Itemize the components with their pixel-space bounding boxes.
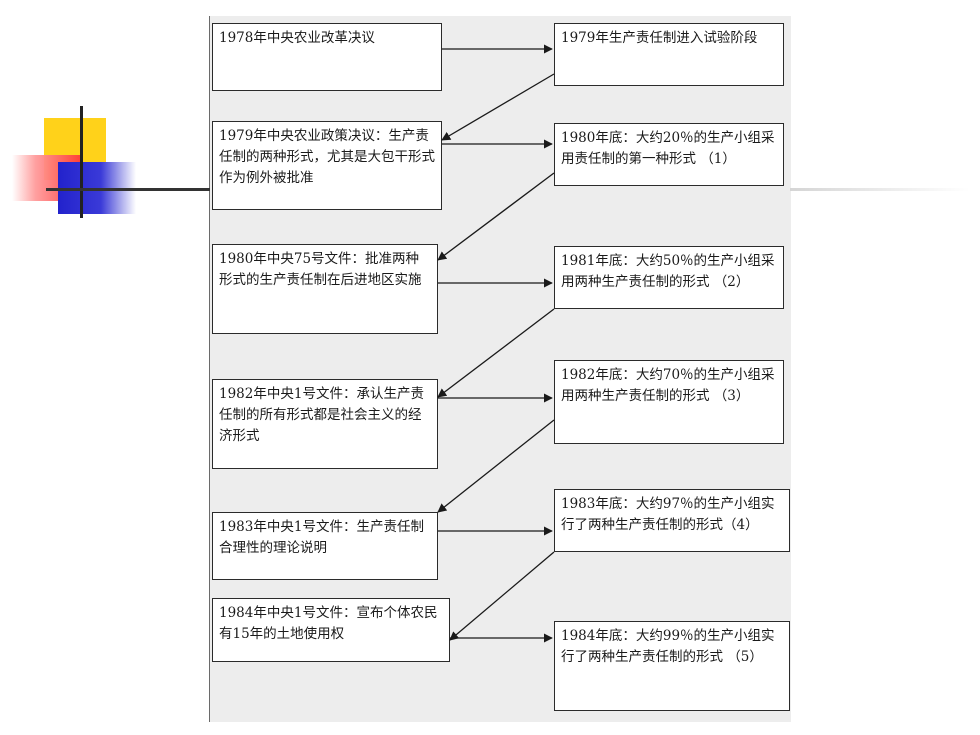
arrow-1981-stage-to-1982-doc: [437, 308, 555, 398]
arrow-1982-stage-to-1983-doc: [437, 419, 555, 513]
box-1981-adoption-50pct: 1981年底：大约50％的生产小组采用两种生产责任制的形式 （2）: [554, 246, 784, 309]
panel-left-edge: [209, 16, 210, 722]
box-1979-policy-resolution: 1979年中央农业政策决议：生产责任制的两种形式，尤其是大包干形式作为例外被批准: [212, 121, 442, 210]
box-1982-adoption-70pct: 1982年底：大约70％的生产小组采用两种生产责任制的形式 （3）: [554, 360, 784, 444]
decor-horizontal-line: [46, 188, 210, 191]
box-1980-document-75: 1980年中央75号文件：批准两种形式的生产责任制在后进地区实施: [212, 244, 438, 334]
box-1978-reform-resolution: 1978年中央农业改革决议: [212, 23, 442, 91]
box-1984-adoption-99pct: 1984年底：大约99％的生产小组实行了两种生产责任制的形式 （5）: [554, 621, 790, 711]
box-1982-document-1: 1982年中央1号文件：承认生产责任制的所有形式都是社会主义的经济形式: [212, 379, 438, 469]
box-1979-trial-stage: 1979年生产责任制进入试验阶段: [554, 23, 784, 86]
arrow-1980-stage-to-1980-doc: [437, 172, 555, 261]
decor-vertical-line: [80, 106, 83, 218]
box-1980-adoption-20pct: 1980年底：大约20％的生产小组采用责任制的第一种形式 （1）: [554, 123, 784, 186]
arrow-1979-stage-to-1979-doc: [441, 73, 555, 141]
box-1984-document-1: 1984年中央1号文件：宣布个体农民有15年的土地使用权: [212, 598, 450, 662]
arrow-1983-stage-to-1984-doc: [449, 551, 555, 641]
box-1983-document-1: 1983年中央1号文件：生产责任制合理性的理论说明: [212, 512, 438, 580]
box-1983-adoption-97pct: 1983年底：大约97％的生产小组实行了两种生产责任制的形式（4）: [554, 489, 790, 552]
decor-fade-line: [790, 188, 970, 191]
